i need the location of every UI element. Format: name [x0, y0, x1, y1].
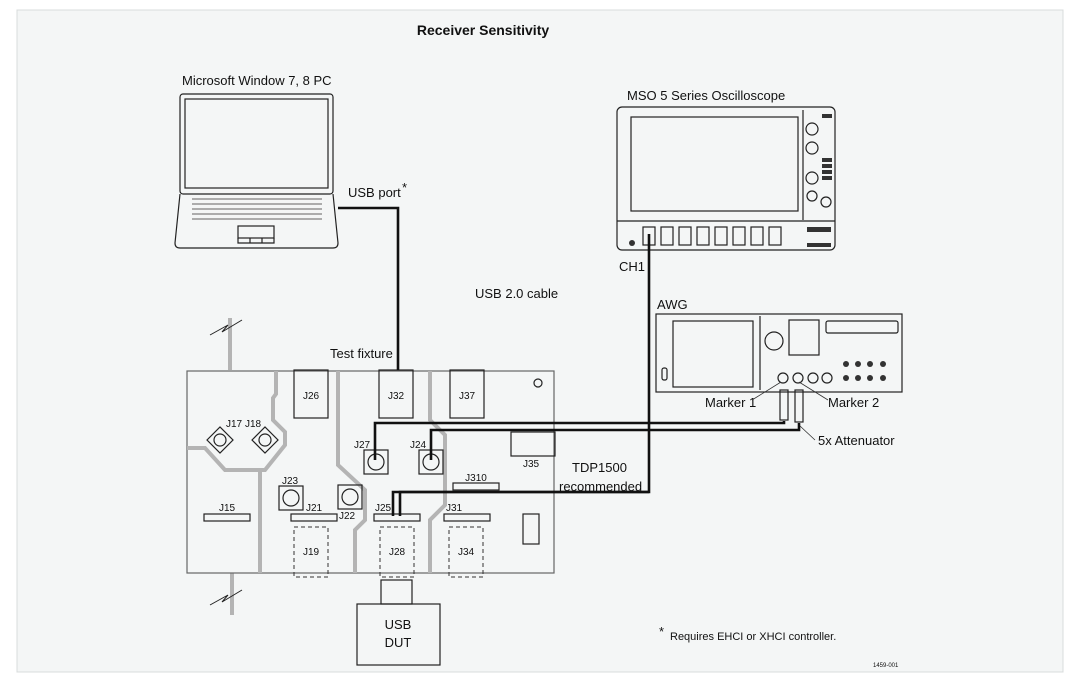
oscilloscope: MSO 5 Series Oscilloscope	[616, 88, 836, 251]
ch1-label: CH1	[619, 259, 645, 274]
dut-label-line1: USB	[385, 617, 412, 632]
connector-J15: J15	[219, 503, 236, 514]
connector-J18: J18	[245, 419, 262, 430]
pc-label: Microsoft Window 7, 8 PC	[182, 73, 332, 88]
connector-J31: J31	[446, 503, 463, 514]
marker1-cable	[373, 421, 786, 460]
usb-cable-label: USB 2.0 cable	[475, 286, 558, 301]
dut-label-line2: DUT	[385, 635, 412, 650]
connector-J27: J27	[354, 440, 371, 451]
awg-instrument: AWG	[655, 297, 903, 423]
marker2-label: Marker 2	[828, 395, 879, 410]
test-fixture: Test fixture J26 J32 J37 J17 J18 J27 J24	[186, 318, 556, 615]
connector-J32: J32	[388, 391, 405, 402]
connector-J37: J37	[459, 391, 476, 402]
figure-id: 1459-001	[873, 663, 899, 669]
connector-J19: J19	[303, 547, 320, 558]
connector-J34: J34	[458, 547, 475, 558]
connector-J26: J26	[303, 391, 320, 402]
laptop-pc: Microsoft Window 7, 8 PC	[174, 73, 339, 249]
connector-J24: J24	[410, 440, 427, 451]
marker2-cable	[429, 423, 801, 460]
diagram-title: Receiver Sensitivity	[417, 22, 550, 38]
footnote-text: Requires EHCI or XHCI controller.	[670, 631, 836, 643]
usb-port-label: USB port	[348, 185, 401, 200]
connector-J21: J21	[306, 503, 323, 514]
marker1-label: Marker 1	[705, 395, 756, 410]
callout-arrows	[751, 381, 829, 441]
attenuator-label: 5x Attenuator	[818, 433, 895, 448]
connector-J310: J310	[465, 473, 487, 484]
connector-J28: J28	[389, 547, 406, 558]
connector-J22: J22	[339, 511, 356, 522]
awg-label: AWG	[657, 297, 688, 312]
connector-J23: J23	[282, 476, 299, 487]
probe-label-line2: recommended	[559, 479, 642, 494]
usb-dut: USB DUT	[356, 579, 441, 666]
connector-J35: J35	[523, 459, 540, 470]
usb-cable	[338, 206, 400, 370]
probe-label-line1: TDP1500	[572, 460, 627, 475]
footnote-asterisk: *	[659, 624, 664, 639]
connector-J17: J17	[226, 419, 243, 430]
scope-label: MSO 5 Series Oscilloscope	[627, 88, 785, 103]
fixture-label: Test fixture	[330, 346, 393, 361]
ch1-probe-cable-2	[391, 490, 649, 516]
usb-port-asterisk: *	[402, 180, 407, 195]
connector-J25: J25	[375, 503, 392, 514]
